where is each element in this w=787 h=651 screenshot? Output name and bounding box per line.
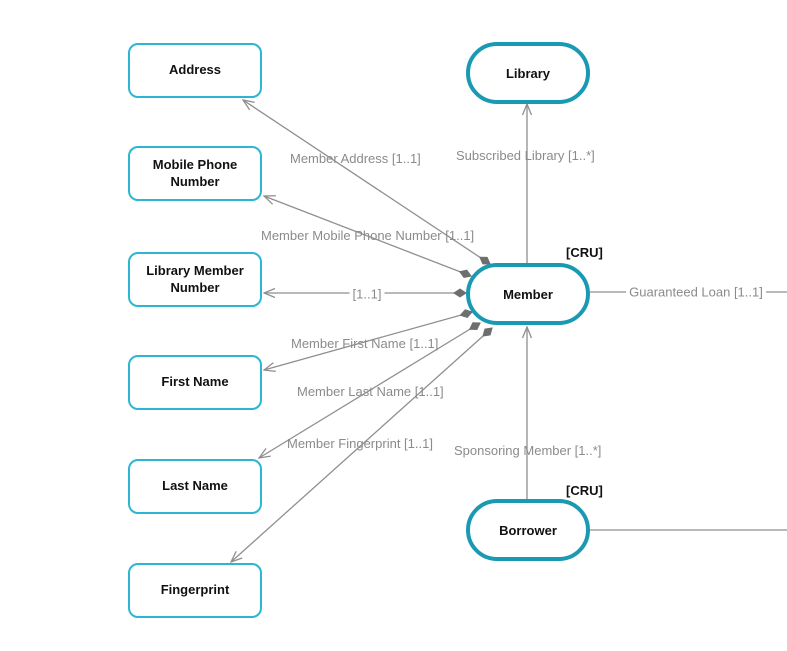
node-label: Fingerprint bbox=[160, 582, 230, 598]
edge-label-member-mobile-phone-number[interactable]: Member Mobile Phone Number [1..1] bbox=[261, 228, 475, 243]
node-library-member-number[interactable]: Library Member Number bbox=[128, 252, 262, 307]
node-first-name[interactable]: First Name bbox=[128, 355, 262, 410]
node-label: Borrower bbox=[499, 522, 557, 538]
badge-member-cru: [CRU] bbox=[566, 245, 603, 260]
node-address[interactable]: Address bbox=[128, 43, 262, 98]
node-label: Mobile Phone Number bbox=[152, 157, 238, 189]
edge-member-fingerprint[interactable] bbox=[231, 328, 492, 562]
node-mobile-phone-number[interactable]: Mobile Phone Number bbox=[128, 146, 262, 201]
node-label: Library Member Number bbox=[146, 263, 244, 295]
edge-label-member-fingerprint[interactable]: Member Fingerprint [1..1] bbox=[287, 436, 433, 451]
node-borrower[interactable]: Borrower bbox=[466, 499, 590, 561]
edge-label-member-first-name[interactable]: Member First Name [1..1] bbox=[291, 336, 439, 351]
node-label: Library bbox=[505, 65, 551, 81]
edge-member-mobile-phone-number[interactable] bbox=[264, 196, 471, 276]
badge-borrower-cru: [CRU] bbox=[566, 483, 603, 498]
edge-label-member-last-name[interactable]: Member Last Name [1..1] bbox=[297, 384, 444, 399]
node-label: Last Name bbox=[162, 478, 228, 494]
edge-label-member-address[interactable]: Member Address [1..1] bbox=[290, 151, 421, 166]
edge-label-sponsoring-member[interactable]: Sponsoring Member [1..*] bbox=[454, 443, 602, 458]
edge-label-guaranteed-loan[interactable]: Guaranteed Loan [1..1] bbox=[626, 284, 766, 300]
node-label: Address bbox=[168, 62, 222, 78]
node-label: Member bbox=[503, 286, 553, 302]
node-library[interactable]: Library bbox=[466, 42, 590, 104]
node-label: First Name bbox=[161, 374, 229, 390]
edge-label-subscribed-library[interactable]: Subscribed Library [1..*] bbox=[456, 148, 595, 163]
node-member[interactable]: Member bbox=[466, 263, 590, 325]
node-fingerprint[interactable]: Fingerprint bbox=[128, 563, 262, 618]
node-last-name[interactable]: Last Name bbox=[128, 459, 262, 514]
edge-label-member-library-member-number[interactable]: [1..1] bbox=[349, 286, 385, 302]
